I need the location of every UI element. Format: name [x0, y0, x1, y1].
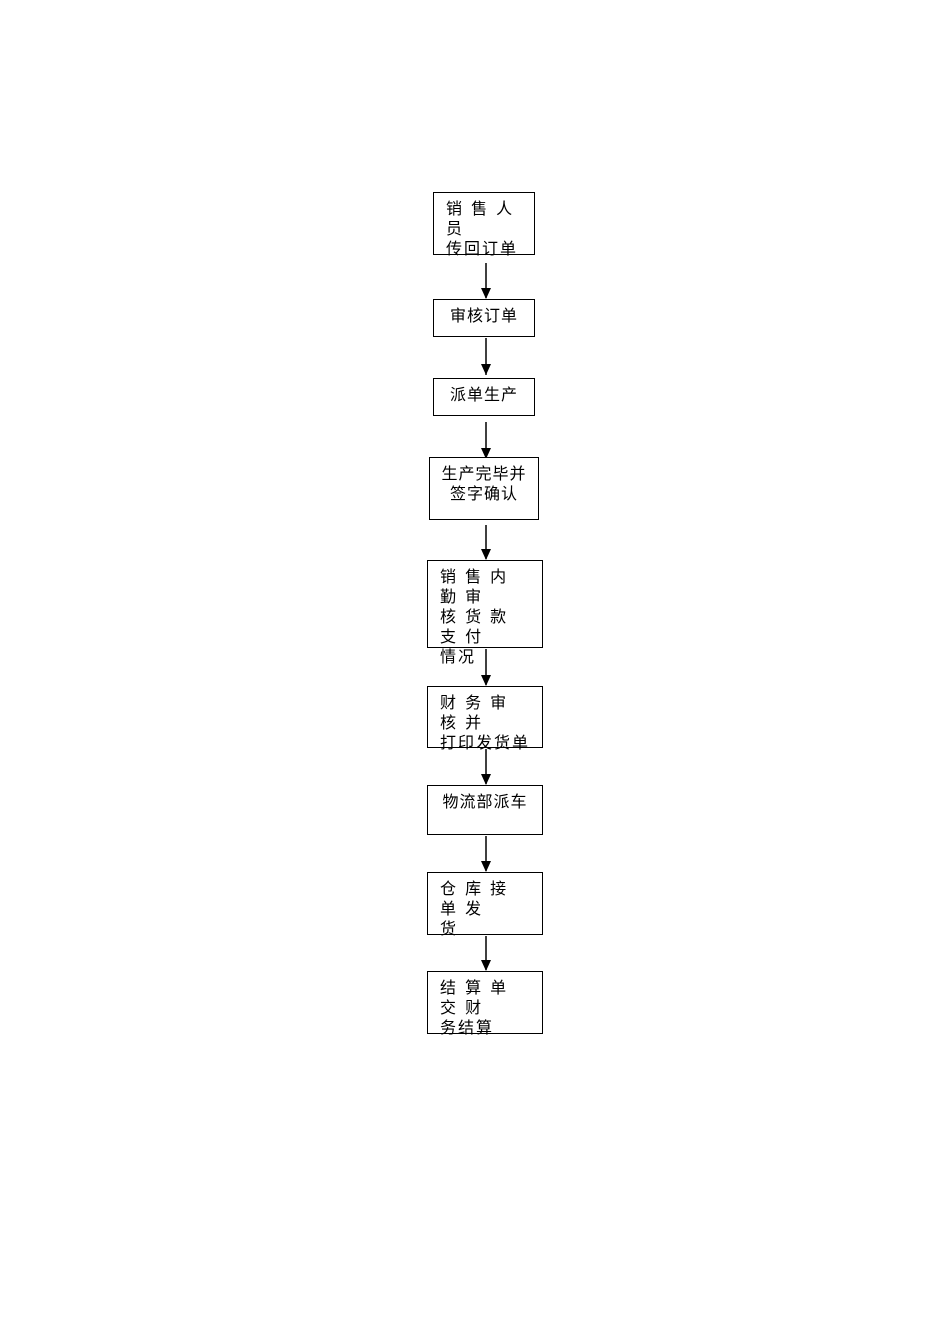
step-logistics-dispatch: 物流部派车 — [427, 785, 543, 835]
arrowhead-8 — [481, 960, 491, 971]
arrowhead-4 — [481, 549, 491, 560]
step-finance-print-invoice: 财 务 审 核 并 打印发货单 — [427, 686, 543, 752]
arrowhead-6 — [481, 774, 491, 785]
arrowhead-7 — [481, 861, 491, 872]
step-review-order: 审核订单 — [433, 299, 535, 337]
arrowhead-3 — [481, 448, 491, 459]
step-settlement-finance: 结 算 单 交 财 务结算 — [427, 971, 543, 1037]
arrowhead-5 — [481, 675, 491, 686]
step-dispatch-production: 派单生产 — [433, 378, 535, 416]
step-sales-send-order: 销 售 人 员 传回订单 — [433, 192, 535, 258]
step-warehouse-ship: 仓 库 接 单 发 货 — [427, 872, 543, 938]
arrowhead-1 — [481, 288, 491, 299]
arrowhead-2 — [481, 364, 491, 375]
step-sales-payment-review: 销 售 内 勤 审 核 货 款 支 付 情况 — [427, 560, 543, 666]
step-production-complete: 生产完毕并 签字确认 — [429, 457, 539, 520]
